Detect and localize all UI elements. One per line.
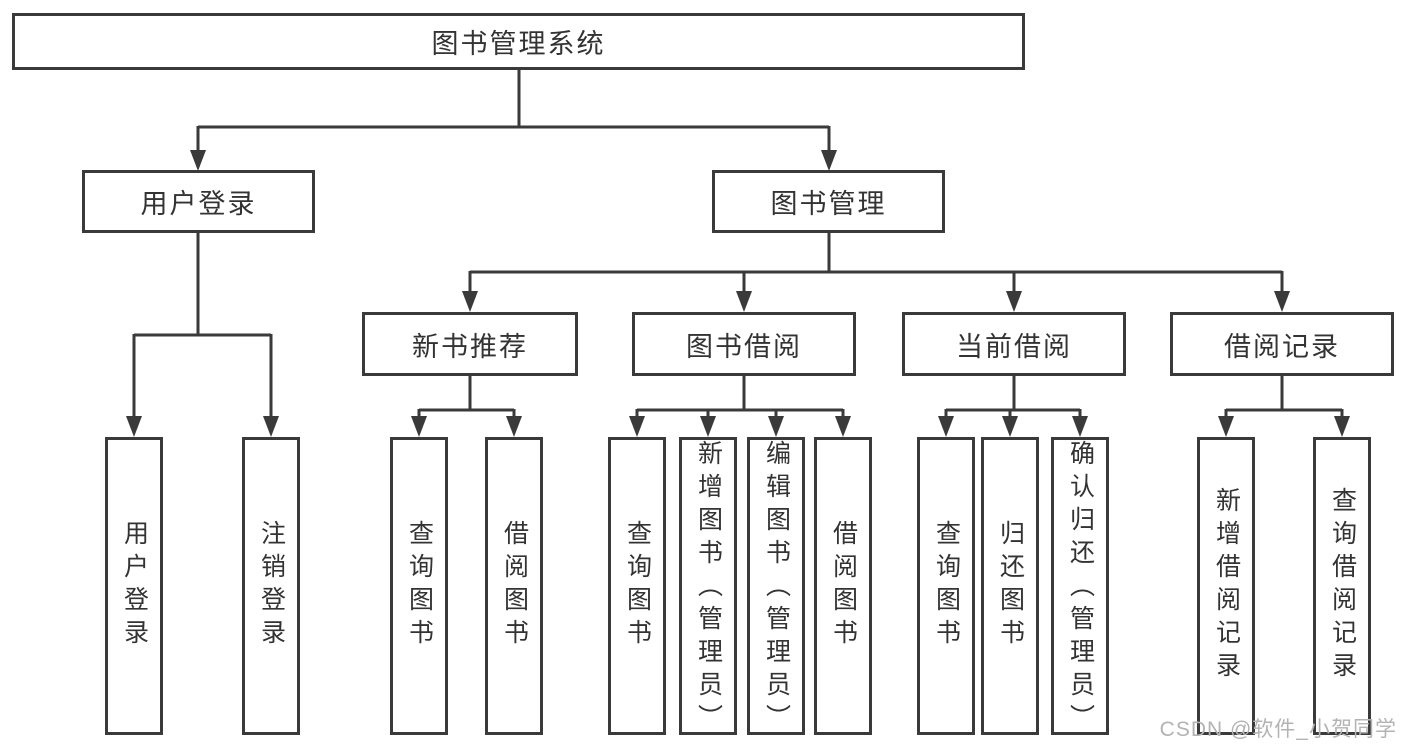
node-current-borrow: 当前借阅 bbox=[902, 312, 1126, 376]
arrowheads-new-book-children bbox=[411, 416, 522, 437]
node-label: 图书管理 bbox=[770, 189, 887, 219]
leaf-label: 查询图书 bbox=[932, 520, 961, 652]
node-book-management: 图书管理 bbox=[712, 170, 945, 233]
connector-root-to-level2 bbox=[196, 70, 831, 152]
connector-new-book-children bbox=[417, 376, 516, 418]
node-label: 用户登录 bbox=[140, 189, 257, 219]
leaf-label: 确认归还（管理员） bbox=[1066, 440, 1095, 737]
leaf-query-books-2: 查询图书 bbox=[608, 437, 666, 735]
arrowheads-borrow-children bbox=[629, 416, 851, 437]
leaf-query-books-3: 查询图书 bbox=[917, 437, 975, 735]
leaf-label: 查询图书 bbox=[623, 520, 652, 652]
leaf-user-login: 用户登录 bbox=[105, 437, 163, 735]
leaf-label: 借阅图书 bbox=[829, 520, 858, 652]
node-library-management-system: 图书管理系统 bbox=[12, 13, 1025, 70]
node-label: 当前借阅 bbox=[956, 331, 1072, 362]
leaf-label: 新增图书（管理员） bbox=[694, 440, 723, 737]
arrowheads-records-children bbox=[1218, 416, 1350, 437]
node-new-book-recommend: 新书推荐 bbox=[362, 312, 578, 376]
arrowheads-level2 bbox=[190, 150, 837, 171]
leaf-label: 借阅图书 bbox=[500, 520, 529, 652]
node-borrow-records: 借阅记录 bbox=[1170, 312, 1394, 376]
node-label: 借阅记录 bbox=[1224, 331, 1340, 362]
leaf-logout: 注销登录 bbox=[242, 437, 300, 735]
connector-user-login-children bbox=[132, 233, 273, 418]
node-label: 新书推荐 bbox=[412, 331, 528, 362]
node-label: 图书借阅 bbox=[686, 331, 802, 362]
leaf-label: 归还图书 bbox=[996, 520, 1025, 652]
leaf-label: 查询图书 bbox=[405, 520, 434, 652]
connector-current-borrow-children bbox=[944, 375, 1082, 418]
node-user-login: 用户登录 bbox=[82, 170, 315, 233]
csdn-watermark: CSDN @软件_小贺同学 bbox=[1159, 718, 1397, 741]
node-book-borrow: 图书借阅 bbox=[632, 312, 856, 376]
node-label: 图书管理系统 bbox=[431, 29, 606, 59]
leaf-query-books-1: 查询图书 bbox=[390, 437, 448, 735]
leaf-return-book: 归还图书 bbox=[981, 437, 1039, 735]
arrowheads-user-login-children bbox=[126, 416, 279, 437]
leaf-label: 编辑图书（管理员） bbox=[762, 440, 791, 737]
arrowheads-current-borrow-children bbox=[938, 416, 1088, 437]
arrowheads-book-mgmt-children bbox=[462, 291, 1290, 312]
connector-records-children bbox=[1224, 375, 1344, 418]
leaf-borrow-books-1: 借阅图书 bbox=[485, 437, 543, 735]
leaf-confirm-return-admin: 确认归还（管理员） bbox=[1051, 437, 1109, 737]
leaf-label: 查询借阅记录 bbox=[1328, 487, 1357, 685]
connector-book-mgmt-children bbox=[468, 233, 1284, 293]
leaf-edit-book-admin: 编辑图书（管理员） bbox=[747, 437, 805, 737]
leaf-label: 注销登录 bbox=[257, 520, 286, 652]
leaf-add-book-admin: 新增图书（管理员） bbox=[679, 437, 737, 737]
leaf-query-borrow-record: 查询借阅记录 bbox=[1313, 437, 1371, 735]
connector-borrow-children bbox=[635, 375, 845, 418]
leaf-label: 新增借阅记录 bbox=[1212, 487, 1241, 685]
leaf-label: 用户登录 bbox=[120, 520, 149, 652]
leaf-borrow-books-2: 借阅图书 bbox=[814, 437, 872, 735]
leaf-add-borrow-record: 新增借阅记录 bbox=[1197, 437, 1255, 735]
